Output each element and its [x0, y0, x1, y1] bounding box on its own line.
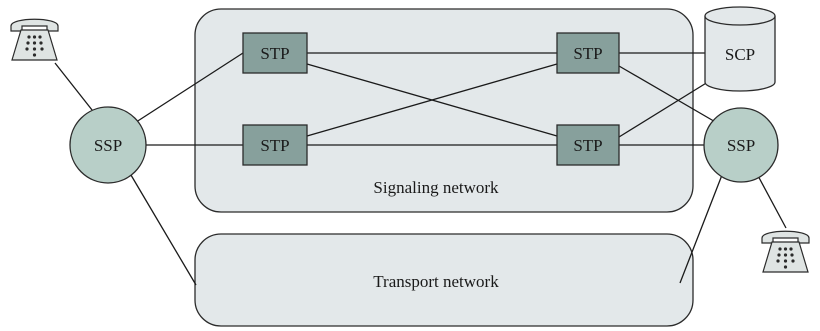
links [54, 52, 787, 286]
telephone-icon [761, 230, 810, 273]
scp-label: SCP [725, 45, 755, 64]
scp-cylinder-body [704, 16, 776, 92]
scp-cylinder-top [704, 6, 776, 26]
ssp-label: SSP [727, 136, 755, 155]
link-ssp-right-transport [679, 174, 723, 284]
stp-node-top-right: STP [556, 32, 620, 74]
link-stp-bottom-left-stp-top-right [306, 63, 558, 137]
stp-label: STP [573, 136, 602, 155]
link-ssp-right-phone-right [755, 171, 787, 229]
link-stp-top-right-ssp-right [618, 65, 725, 128]
stp-box [556, 124, 620, 166]
ssp-node-right: SSP [703, 107, 779, 183]
stp-node-bottom-left: STP [242, 124, 308, 166]
stp-box [242, 32, 308, 74]
stp-box [242, 124, 308, 166]
ssp-circle [69, 106, 147, 184]
link-ssp-left-transport [127, 169, 197, 286]
ssp-label: SSP [94, 136, 122, 155]
ssp-circle [703, 107, 779, 183]
stp-label: STP [573, 44, 602, 63]
ssp-node-left: SSP [69, 106, 147, 184]
transport-network-region [194, 233, 694, 327]
transport-network-label: Transport network [373, 272, 499, 291]
stp-box [556, 32, 620, 74]
link-phone-left-ssp-left [54, 62, 97, 116]
signaling-network-label: Signaling network [373, 178, 499, 197]
stp-node-top-left: STP [242, 32, 308, 74]
telephone-icon [10, 18, 59, 61]
stp-label: STP [260, 136, 289, 155]
scp-node: SCP [704, 6, 776, 92]
stp-node-bottom-right: STP [556, 124, 620, 166]
link-ssp-left-stp-top-left [129, 52, 244, 127]
link-stp-bottom-right-scp [618, 76, 717, 138]
stp-label: STP [260, 44, 289, 63]
